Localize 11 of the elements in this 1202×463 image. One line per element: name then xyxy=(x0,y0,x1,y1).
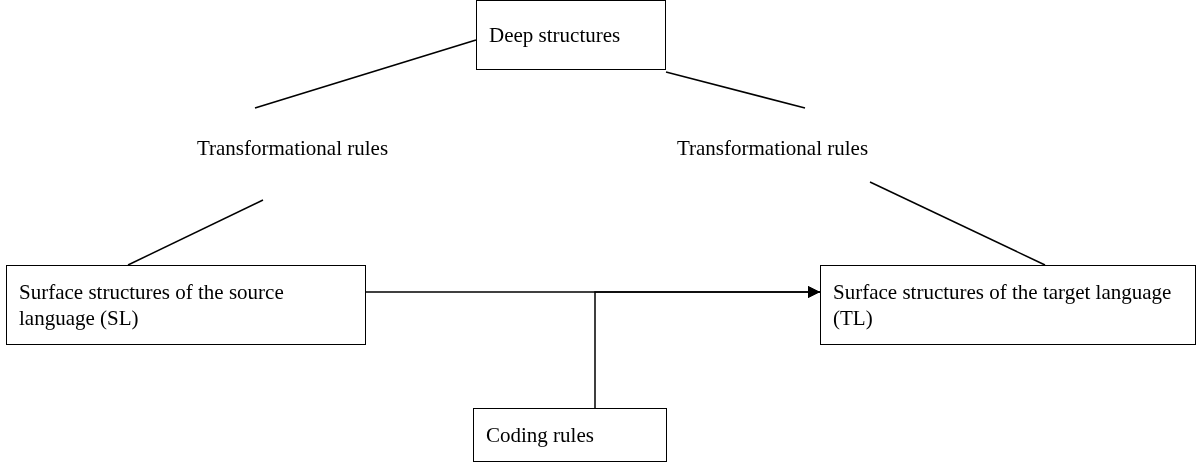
text-label: Transformational rules xyxy=(670,128,875,168)
process-box: Surface structures of the target language (TL) xyxy=(820,265,1196,345)
connector-line xyxy=(254,39,477,109)
arrow xyxy=(594,286,821,409)
connector-line xyxy=(127,199,264,266)
process-box: Deep structures xyxy=(476,0,666,70)
connector-line xyxy=(665,71,806,109)
text-label: Transformational rules xyxy=(190,128,395,168)
process-box: Surface structures of the source language (SL) xyxy=(6,265,366,345)
process-box: Coding rules xyxy=(473,408,667,462)
connector-line xyxy=(869,181,1046,266)
